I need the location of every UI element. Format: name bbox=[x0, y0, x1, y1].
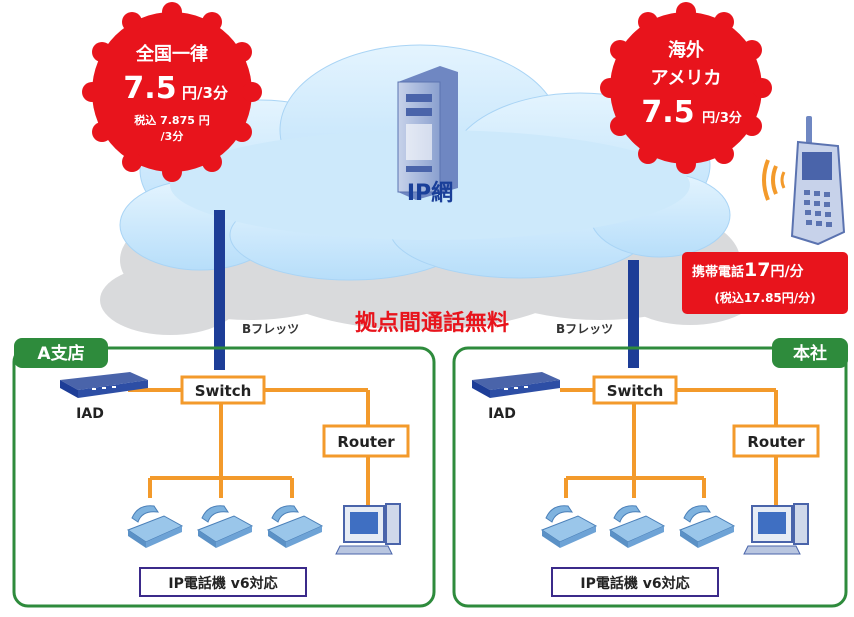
mobile-phone-icon bbox=[762, 116, 846, 246]
ip-phone-icon bbox=[126, 505, 184, 548]
bflets-label-left: Bフレッツ bbox=[242, 322, 299, 336]
ip-network-label: IP網 bbox=[407, 180, 453, 206]
switch-box-right bbox=[592, 375, 678, 405]
mobile-tax-line: (税込17.85円/分) bbox=[714, 290, 815, 305]
ip-phone-icon bbox=[678, 505, 736, 548]
branch-left-tab bbox=[14, 338, 108, 368]
badge-right-unit: 円/3分 bbox=[702, 110, 742, 126]
switch-label-right: Switch bbox=[607, 382, 664, 400]
badge-left-price: 7.5 bbox=[123, 71, 176, 106]
branch-left-name: A支店 bbox=[37, 343, 84, 364]
phones-label-left: IP電話機 v6対応 bbox=[168, 575, 277, 592]
trunk-line-left bbox=[214, 210, 225, 370]
branch-left-wiring bbox=[128, 388, 370, 508]
ip-phone-icon bbox=[196, 505, 254, 548]
router-box-right bbox=[732, 424, 820, 458]
mobile-label: 携帯電話 bbox=[692, 264, 744, 280]
iad-device-icon bbox=[60, 372, 148, 398]
badge-right-line1: 海外 bbox=[668, 39, 704, 61]
bflets-label-right: Bフレッツ bbox=[556, 322, 613, 336]
badge-left-tax-line1: 税込 7.875 円 bbox=[134, 113, 209, 127]
branch-right-tab bbox=[772, 338, 848, 368]
ip-phone-icon bbox=[608, 505, 666, 548]
mobile-price: 17 bbox=[744, 259, 770, 281]
free-calls-label: 拠点間通話無料 bbox=[355, 310, 509, 336]
badge-left-tax-line2: /3分 bbox=[161, 129, 184, 143]
mobile-unit: 円/分 bbox=[770, 264, 803, 280]
phones-label-box-left bbox=[139, 567, 307, 597]
price-badge-left: 全国一律 7.5 円/3分 税込 7.875 円 /3分 bbox=[82, 2, 262, 182]
branch-right-wiring bbox=[560, 388, 778, 508]
router-label-left: Router bbox=[337, 433, 395, 451]
pc-icon bbox=[335, 503, 401, 555]
ip-phone-icon bbox=[266, 505, 324, 548]
branch-right-name: 本社 bbox=[793, 343, 827, 364]
price-badge-right: 海外 アメリカ 7.5 円/3分 bbox=[600, 2, 772, 174]
mobile-price-box: 携帯電話17円/分 (税込17.85円/分) bbox=[682, 252, 848, 314]
switch-box-left bbox=[180, 375, 266, 405]
iad-label-left: IAD bbox=[76, 406, 104, 422]
server-icon bbox=[397, 66, 458, 200]
branch-left: A支店 Switch Router IAD bbox=[12, 338, 436, 608]
router-label-right: Router bbox=[747, 433, 805, 451]
iad-device-icon bbox=[472, 372, 560, 398]
switch-label-left: Switch bbox=[195, 382, 252, 400]
router-box-left bbox=[322, 424, 410, 458]
badge-right-price: 7.5 bbox=[641, 95, 694, 130]
badge-right-line2: アメリカ bbox=[650, 68, 721, 89]
ip-phone-icon bbox=[540, 505, 598, 548]
iad-label-right: IAD bbox=[488, 406, 516, 422]
badge-left-unit: 円/3分 bbox=[182, 84, 228, 102]
branch-right: 本社 Switch Router IAD bbox=[452, 338, 848, 608]
trunk-line-right bbox=[628, 260, 639, 368]
pc-icon bbox=[743, 503, 809, 555]
svg-text:携帯電話17円/分: 携帯電話17円/分 bbox=[692, 259, 804, 281]
badge-left-line1: 全国一律 bbox=[135, 43, 208, 65]
phones-label-box-right bbox=[551, 567, 719, 597]
phones-label-right: IP電話機 v6対応 bbox=[580, 575, 689, 592]
